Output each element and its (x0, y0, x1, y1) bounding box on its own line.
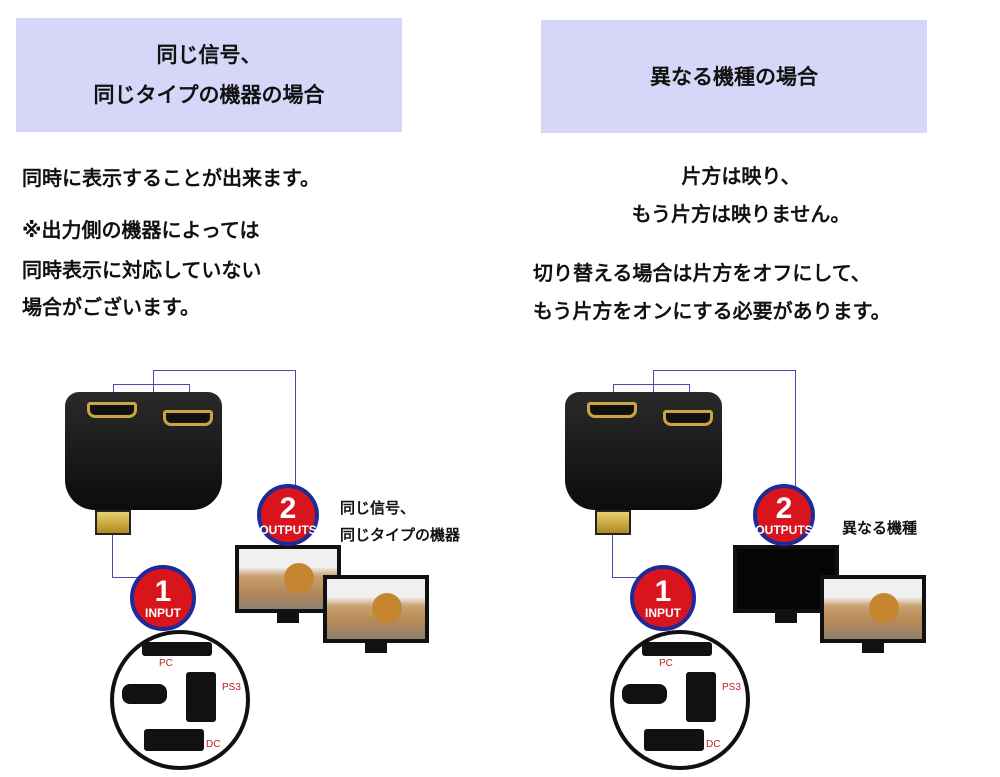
right-description-2: もう片方は映りません。 (631, 202, 851, 226)
hdmi-splitter-image (565, 392, 722, 510)
monitor-on (820, 575, 926, 653)
left-diagram-label-1: 同じ信号、 (340, 499, 416, 517)
right-diagram-label: 異なる機種 (842, 519, 918, 537)
wire-input (112, 535, 142, 578)
hdmi-plug (95, 510, 131, 535)
left-note-3: 場合がございます。 (22, 295, 200, 319)
monitor-2 (323, 575, 429, 653)
right-description-1: 片方は映り、 (681, 164, 801, 188)
right-header-title: 異なる機種の場合 (650, 64, 818, 89)
left-header: 同じ信号、 同じタイプの機器の場合 (16, 18, 402, 132)
hdmi-plug (595, 510, 631, 535)
source-devices-circle: PC PS3 DC (110, 630, 250, 770)
left-header-line1: 同じ信号、 (156, 43, 262, 67)
left-note-2: 同時表示に対応していない (22, 258, 262, 282)
hdmi-splitter-image (65, 392, 222, 510)
left-description: 同時に表示することが出来ます。 (22, 166, 320, 190)
left-header-line2: 同じタイプの機器の場合 (93, 83, 325, 107)
right-instruction-1: 切り替える場合は片方をオフにして、 (533, 261, 871, 285)
left-note-1: ※出力側の機器によっては (22, 218, 260, 242)
right-header: 異なる機種の場合 (541, 20, 927, 133)
left-diagram-label-2: 同じタイプの機器 (340, 526, 461, 544)
wire-input (612, 535, 642, 578)
right-instruction-2: もう片方をオンにする必要があります。 (533, 299, 891, 323)
source-devices-circle: PC PS3 DC (610, 630, 750, 770)
